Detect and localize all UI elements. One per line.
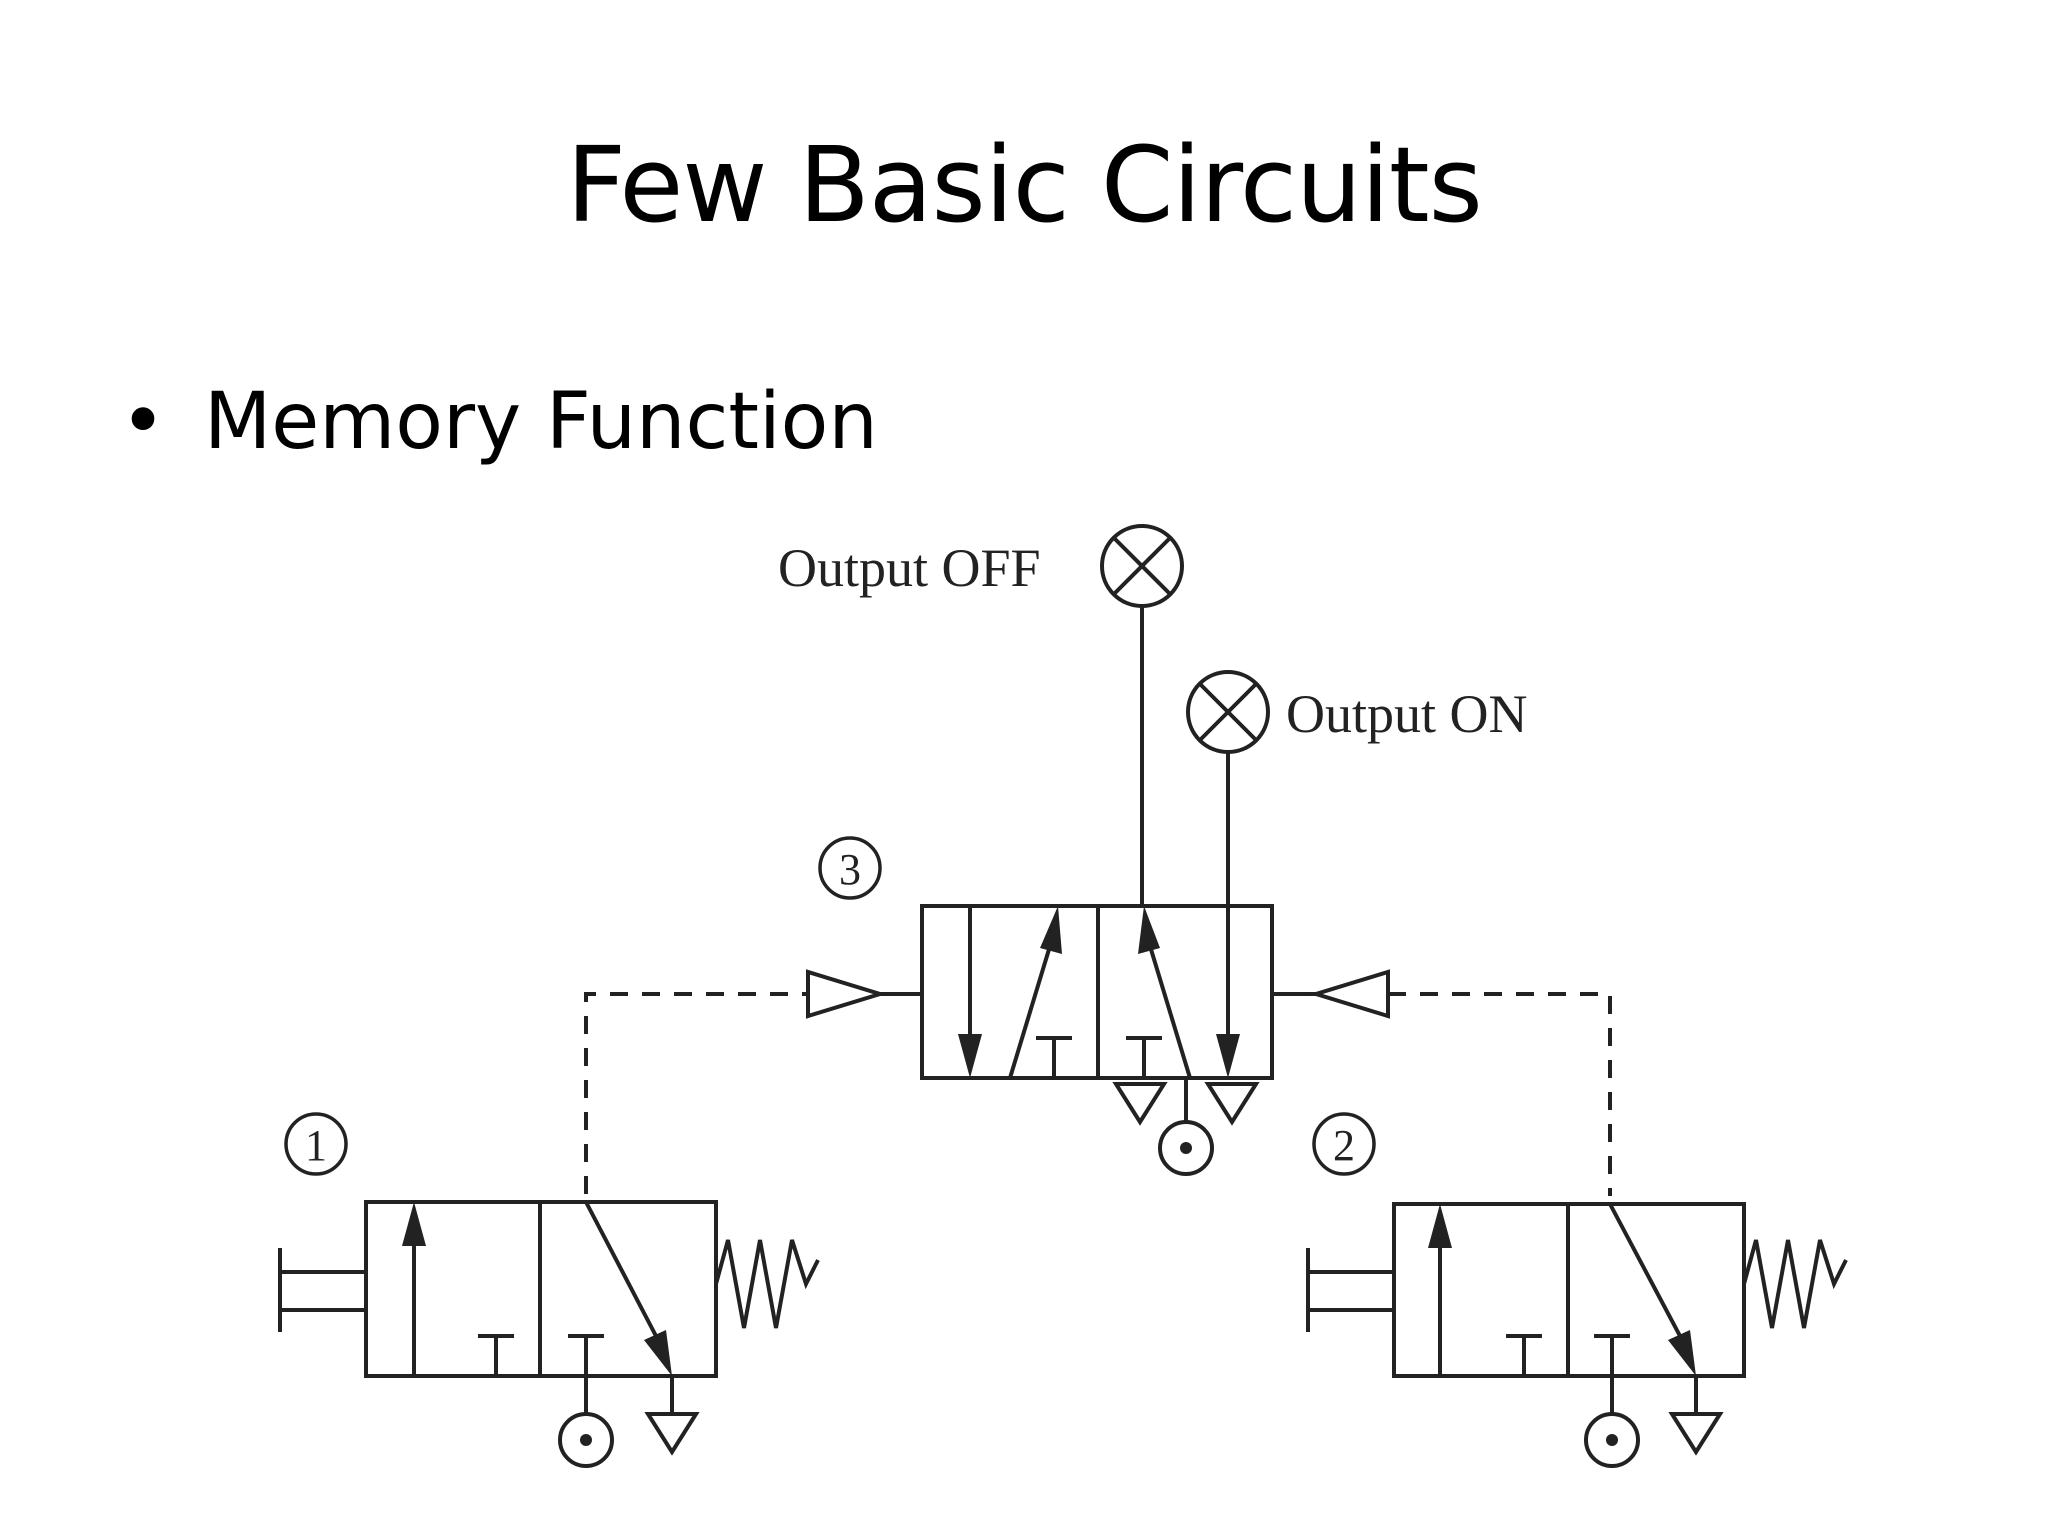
valve-3-pilot-right — [1309, 969, 1390, 1019]
valve-2: 2 — [1306, 1112, 1848, 1468]
output-off-label: Output OFF — [778, 538, 1041, 598]
valve-1-supply — [558, 1412, 614, 1468]
valve-1-number: 1 — [305, 1121, 327, 1170]
output-off-lamp: Output OFF — [778, 524, 1184, 608]
pilot-line-right — [1388, 992, 1612, 1196]
bullet-item: • Memory Function — [120, 377, 878, 467]
valve-2-push-button — [1306, 1248, 1394, 1332]
valve-3-supply — [1158, 1120, 1214, 1176]
valve-2-number-circle — [1312, 1112, 1376, 1176]
slide-title: Few Basic Circuits — [566, 124, 1483, 246]
valve-3-exhaust-left — [1112, 1082, 1168, 1126]
valve-2-exhaust — [1668, 1412, 1724, 1456]
valve-2-number: 2 — [1333, 1121, 1355, 1170]
valve-2-spring — [1742, 1239, 1848, 1329]
valve-1-spring — [714, 1239, 820, 1329]
valve-3-exhaust-right — [1204, 1082, 1260, 1126]
output-on-label: Output ON — [1286, 684, 1528, 744]
valve-3-number: 3 — [839, 845, 861, 894]
valve-2-supply — [1584, 1412, 1640, 1468]
output-on-lamp: Output ON — [1186, 670, 1528, 754]
valve-1-exhaust — [644, 1412, 700, 1456]
valve-3-pilot-left — [806, 969, 887, 1019]
valve-1-number-circle — [284, 1112, 348, 1176]
bullet-marker: • — [120, 377, 167, 467]
valve-3-number-circle — [818, 836, 882, 900]
pilot-line-left — [584, 992, 808, 1194]
bullet-text: Memory Function — [204, 377, 878, 467]
valve-1: 1 — [278, 1112, 820, 1468]
valve-1-push-button — [278, 1248, 366, 1332]
